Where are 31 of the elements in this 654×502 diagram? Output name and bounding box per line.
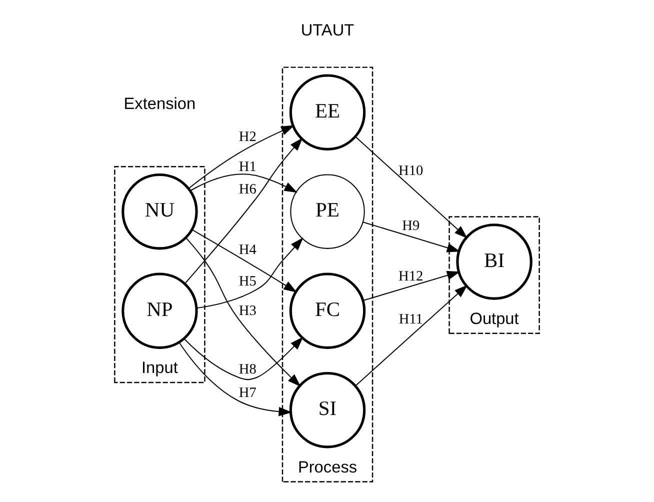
arrow [355, 284, 468, 386]
arrow [190, 173, 298, 192]
arrow [192, 228, 298, 292]
edge-label: H10 [398, 162, 424, 178]
arrow [178, 342, 292, 416]
arrow [184, 137, 303, 284]
edge-label: H1 [238, 158, 256, 174]
edge-label: H12 [398, 268, 424, 284]
edge-label: H5 [238, 272, 256, 289]
node-circle: NU [122, 172, 198, 250]
arrow [188, 124, 294, 188]
node-circle: NP [122, 272, 198, 348]
arrow [362, 221, 460, 252]
arrow [355, 136, 468, 238]
node-circle: SI [289, 371, 366, 448]
edge-label: H7 [238, 384, 256, 400]
arrow [362, 270, 460, 301]
edge-label: H9 [402, 218, 420, 234]
node-circle: PE [290, 174, 365, 248]
edge-label: H3 [238, 302, 256, 319]
edge-label: H11 [398, 310, 423, 327]
arrow [196, 236, 304, 308]
node-circle: BI [456, 223, 532, 300]
arrow [184, 336, 304, 380]
arrow [186, 236, 301, 386]
label: Extension [124, 94, 196, 113]
edge-label: H6 [238, 180, 256, 197]
edge-label: H2 [238, 128, 256, 145]
edge-label: H8 [238, 360, 256, 377]
label: UTAUT [300, 20, 354, 39]
edge-label: H4 [238, 241, 256, 258]
